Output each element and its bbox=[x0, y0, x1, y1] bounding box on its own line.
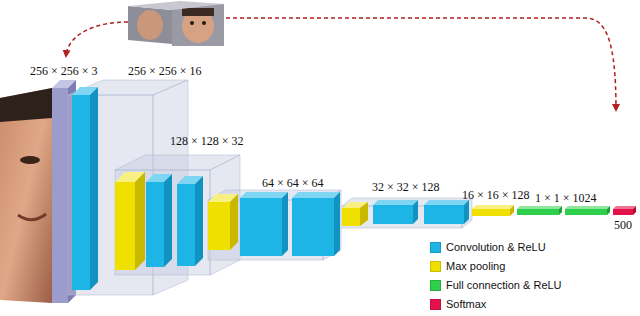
conv-layer bbox=[146, 174, 172, 267]
input-arrow bbox=[66, 22, 128, 56]
fc-layer bbox=[565, 206, 610, 215]
conv-layer bbox=[177, 176, 203, 266]
fc-layer bbox=[517, 206, 562, 215]
pool-layer bbox=[472, 205, 514, 216]
input-photo bbox=[0, 88, 52, 303]
pool-layer bbox=[342, 202, 368, 226]
legend-swatch bbox=[430, 242, 441, 253]
face-cube bbox=[128, 1, 224, 46]
legend-text: Softmax bbox=[446, 297, 486, 311]
dimension-label: 1 × 1 × 1024 bbox=[535, 191, 597, 205]
legend-row: Convolution & ReLU bbox=[430, 240, 546, 254]
legend-row: Max pooling bbox=[430, 259, 505, 273]
legend-text: Convolution & ReLU bbox=[446, 240, 546, 254]
pool-layer bbox=[115, 172, 145, 270]
legend-row: Softmax bbox=[430, 297, 486, 311]
conv-layer bbox=[424, 200, 469, 224]
conv-layer bbox=[240, 192, 288, 256]
dimension-label: 256 × 256 × 16 bbox=[128, 64, 202, 78]
conv-layer bbox=[292, 192, 340, 256]
legend-swatch bbox=[430, 280, 441, 291]
softmax-layer bbox=[613, 206, 636, 215]
legend-swatch bbox=[430, 299, 441, 310]
dimension-label: 64 × 64 × 64 bbox=[262, 176, 324, 190]
conv-layer bbox=[373, 200, 418, 224]
dimension-label: 256 × 256 × 3 bbox=[30, 64, 98, 78]
legend-swatch bbox=[430, 261, 441, 272]
feature-map-volumes bbox=[68, 80, 472, 295]
dimension-label: 500 bbox=[614, 218, 632, 232]
pool-layer bbox=[208, 194, 238, 250]
legend-text: Full connection & ReLU bbox=[446, 278, 562, 292]
legend-row: Full connection & ReLU bbox=[430, 278, 562, 292]
output-arrow bbox=[226, 18, 616, 110]
conv-layer bbox=[72, 87, 98, 290]
dimension-label: 16 × 16 × 128 bbox=[462, 188, 530, 202]
dimension-label: 32 × 32 × 128 bbox=[372, 180, 440, 194]
legend-text: Max pooling bbox=[446, 259, 505, 273]
dimension-label: 128 × 128 × 32 bbox=[170, 134, 244, 148]
